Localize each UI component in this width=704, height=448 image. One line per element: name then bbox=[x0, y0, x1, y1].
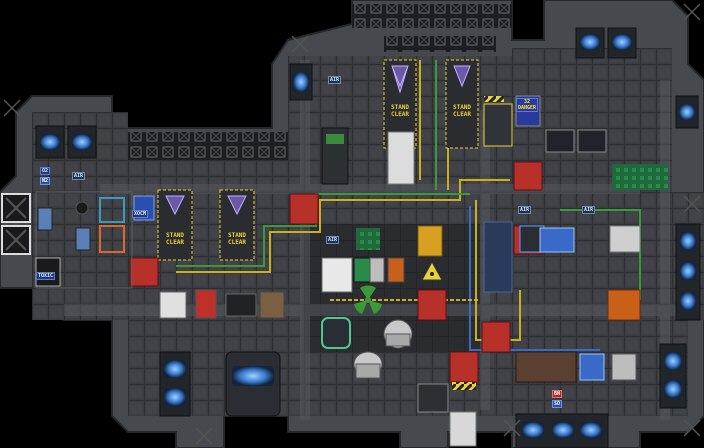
stand-clear-label-2: STAND CLEAR bbox=[452, 104, 472, 118]
xocm-sign: XOCM bbox=[132, 210, 149, 218]
engine-thrusters bbox=[35, 27, 701, 448]
bn-sign: BN bbox=[552, 390, 563, 398]
stand-clear-label-4: STAND CLEAR bbox=[227, 232, 247, 246]
stand-clear-label-3: STAND CLEAR bbox=[165, 232, 185, 246]
lattice bbox=[3, 3, 701, 445]
radiation-icon bbox=[354, 285, 382, 314]
danger-sign: 32 DANGER bbox=[516, 98, 539, 112]
n2-sign: N2 bbox=[40, 177, 51, 185]
so-sign: SO bbox=[552, 400, 563, 408]
air-sign-4: AIR bbox=[518, 206, 532, 214]
air-sign-3: AIR bbox=[328, 76, 342, 84]
air-sign-5: AIR bbox=[582, 206, 596, 214]
airlocks bbox=[1, 193, 31, 255]
o2-sign: O2 bbox=[40, 167, 51, 175]
air-sign-2: AIR bbox=[326, 236, 340, 244]
gas-canisters bbox=[37, 197, 125, 253]
stand-clear-label-1: STAND CLEAR bbox=[390, 104, 410, 118]
air-sign-1: AIR bbox=[72, 172, 86, 180]
toxic-sign: TOXIC bbox=[36, 272, 56, 280]
hazard-stripes bbox=[417, 96, 504, 390]
window-grilles bbox=[128, 4, 512, 160]
green-panels bbox=[356, 164, 668, 250]
radiation-warning-icon bbox=[421, 260, 443, 281]
